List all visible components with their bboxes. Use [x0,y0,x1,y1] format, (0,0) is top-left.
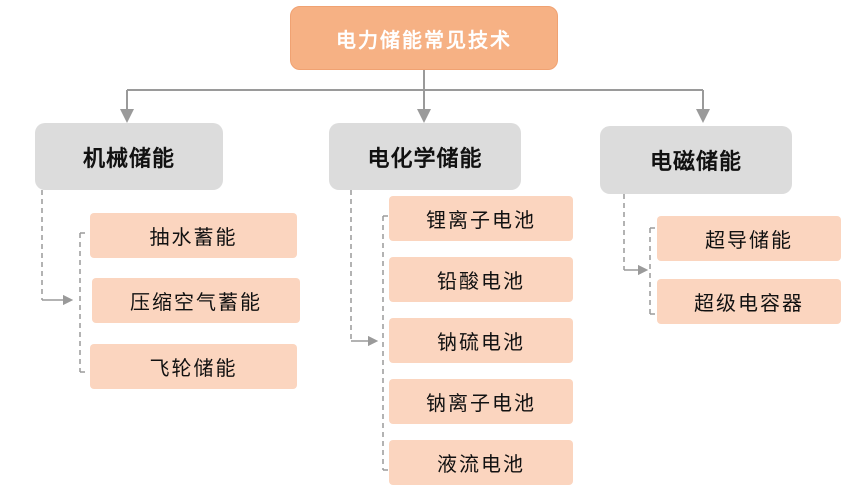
leaf-flow-battery: 液流电池 [389,440,573,485]
leaf-label: 飞轮储能 [149,356,238,380]
electrochemical-bracket [350,190,391,471]
root-connector [120,70,710,123]
leaf-flywheel: 飞轮储能 [90,344,297,389]
leaf-sodium-sulfur: 钠硫电池 [389,318,573,363]
leaf-lithium-ion: 锂离子电池 [389,196,573,241]
leaf-sodium-ion: 钠离子电池 [389,379,573,424]
leaf-label: 铅酸电池 [437,269,525,293]
leaf-label: 钠硫电池 [437,330,525,354]
leaf-supercapacitor: 超级电容器 [657,279,841,324]
root-node: 电力储能常见技术 [290,6,558,70]
electromagnetic-bracket [623,194,657,315]
leaf-label: 抽水蓄能 [149,225,238,249]
leaf-label: 液流电池 [437,452,525,476]
category-label: 电磁储能 [649,149,742,175]
leaf-label: 压缩空气蓄能 [130,290,262,314]
category-mechanical: 机械储能 [35,123,223,190]
mechanical-bracket [41,190,88,373]
leaf-label: 超级电容器 [694,291,804,315]
category-label: 机械储能 [82,145,175,172]
leaf-lead-acid: 铅酸电池 [389,257,573,302]
leaf-compressed-air: 压缩空气蓄能 [92,278,300,323]
leaf-label: 钠离子电池 [426,391,536,415]
leaf-pumped-hydro: 抽水蓄能 [90,213,297,258]
root-label: 电力储能常见技术 [336,27,512,52]
category-electromagnetic: 电磁储能 [600,126,792,194]
leaf-label: 超导储能 [705,228,793,252]
category-label: 电化学储能 [367,145,483,172]
leaf-label: 锂离子电池 [426,208,536,232]
category-electrochemical: 电化学储能 [329,123,521,190]
leaf-superconducting: 超导储能 [657,216,841,261]
